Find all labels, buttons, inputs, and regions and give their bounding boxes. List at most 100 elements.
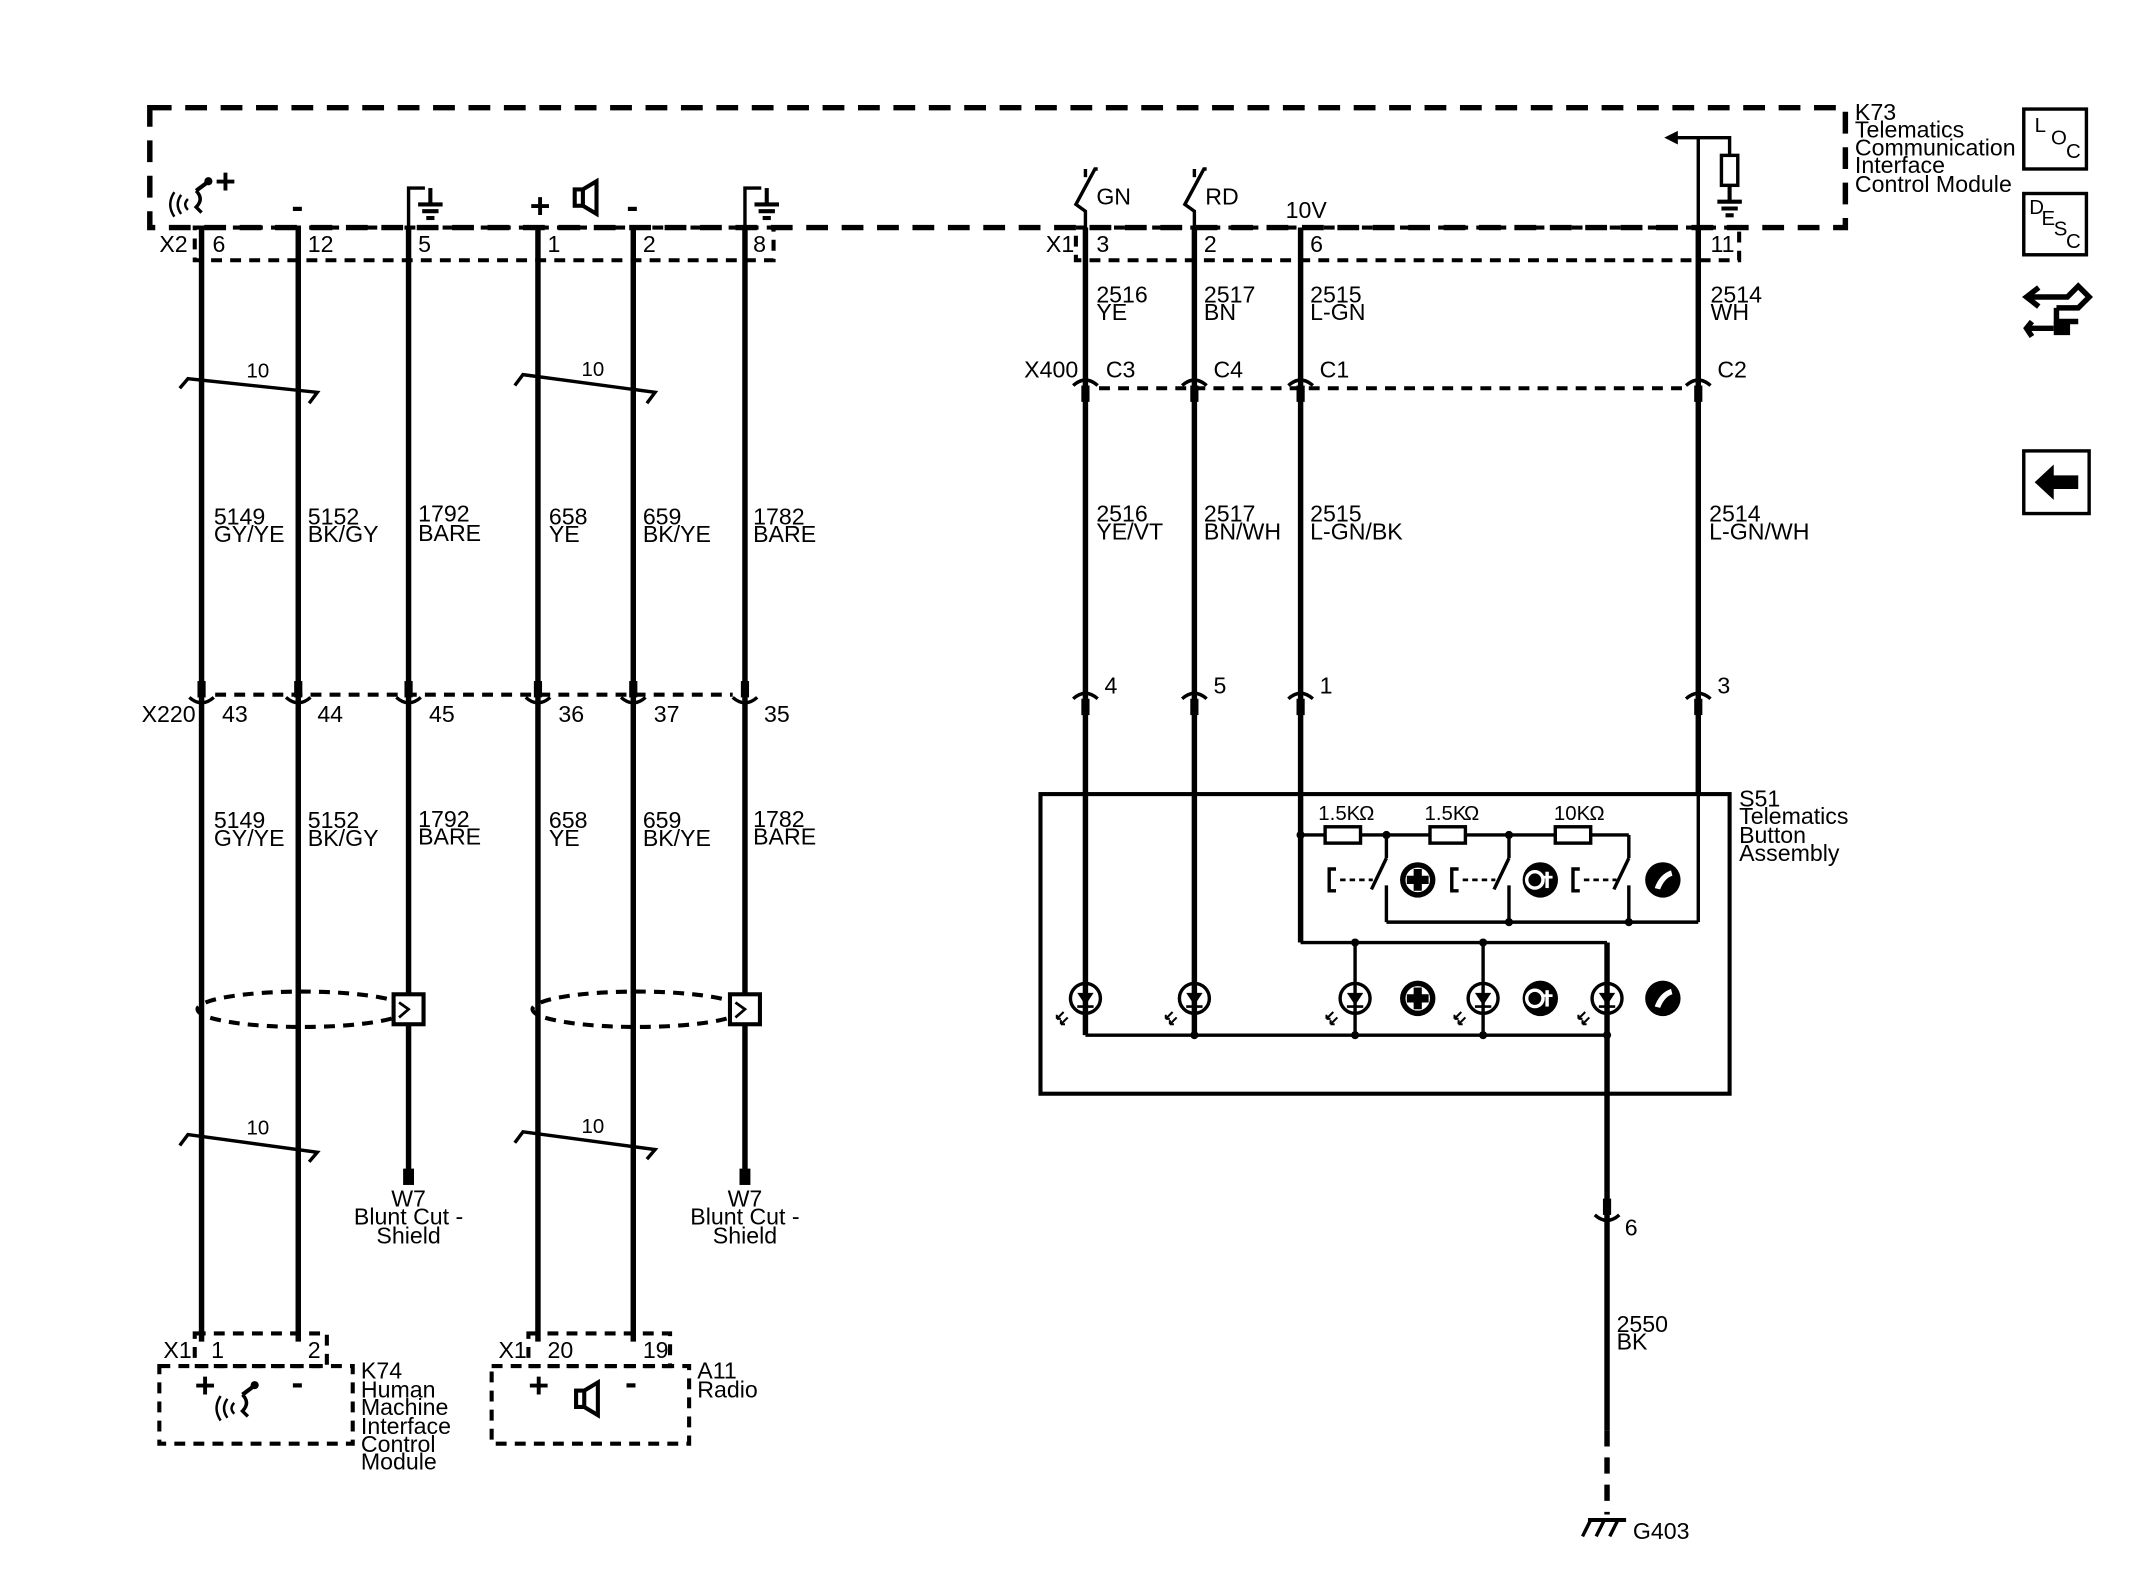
resistor-icon	[1719, 153, 1740, 188]
loc-letter: L	[2035, 115, 2046, 137]
x400-cavity: C4	[1213, 356, 1243, 382]
k74-name-4: Control	[361, 1431, 436, 1457]
wire-circuit: 2516	[1096, 281, 1147, 307]
loc-button[interactable]: L O C	[2022, 107, 2089, 171]
loc-letter: C	[2066, 141, 2081, 163]
resistor-value: 1.5K	[1425, 803, 1467, 825]
k73-name-1: Telematics	[1855, 117, 1964, 143]
phone-indicator-icon	[1645, 980, 1681, 1017]
s51-pin: 3	[1717, 672, 1730, 698]
minus-sign: -	[291, 1363, 303, 1403]
a11-pin: 19	[643, 1337, 669, 1363]
k73-x1-label: X1	[1046, 231, 1074, 257]
k74-name-1: Human	[361, 1376, 436, 1402]
ohm-symbol: Ω	[1359, 803, 1374, 825]
x220-pin: 43	[222, 701, 248, 727]
wire-color: YE	[549, 521, 580, 547]
wire-color: BK/GY	[308, 825, 379, 851]
ohm-symbol: Ω	[1464, 803, 1479, 825]
wire-circuit: 2515	[1310, 281, 1361, 307]
resistor-value: 1.5K	[1318, 803, 1360, 825]
led-circuit	[1085, 938, 1612, 1431]
ground-wire-internal	[406, 186, 425, 228]
back-button[interactable]	[2022, 449, 2091, 516]
shield-id: W7	[391, 1186, 426, 1212]
x400-terminals	[1071, 378, 1713, 404]
wire-color: WH	[1711, 299, 1750, 325]
wire-circuit: 1792	[418, 501, 469, 527]
k73-id: K73	[1855, 99, 1896, 125]
wire-circuit: 2514	[1711, 281, 1763, 307]
shield-ellipse	[530, 989, 745, 1030]
ground-icon	[754, 188, 779, 218]
a11-x1-label: X1	[498, 1337, 526, 1363]
resistor-value: 10K	[1554, 803, 1591, 825]
shield-ellipse	[195, 989, 410, 1030]
wire-color: YE	[549, 825, 580, 851]
twisted-pair-marker	[178, 1132, 321, 1163]
s51-name-1: Telematics	[1739, 803, 1848, 829]
shield-drain-box	[727, 992, 762, 1027]
wire-color: YE/VT	[1096, 518, 1163, 544]
wire-circuit: 5149	[214, 807, 265, 833]
a11-pin: 20	[547, 1337, 573, 1363]
wire-color: BK/GY	[308, 521, 379, 547]
led-icon	[1164, 981, 1212, 1026]
wire-circuit: 1782	[753, 806, 804, 832]
k73-x2-connector	[192, 225, 776, 263]
voltage-label: 10V	[1286, 197, 1328, 223]
wire-circuit: 658	[549, 503, 588, 529]
desc-letter: C	[2066, 231, 2081, 253]
s51-ground-pin: 6	[1625, 1214, 1638, 1240]
switch-rd-icon	[1182, 167, 1207, 228]
ground-wire-internal	[743, 186, 762, 228]
blunt-cut-end	[739, 1168, 751, 1185]
s51-name-3: Assembly	[1739, 840, 1840, 866]
shield-desc-2: Shield	[376, 1223, 440, 1249]
x220-pin: 45	[429, 701, 455, 727]
speaker-icon	[576, 1382, 598, 1415]
speaker-icon	[575, 181, 597, 214]
twisted-pair-marker	[513, 372, 659, 405]
wire-color: BARE	[418, 823, 481, 849]
wire-color: BARE	[418, 520, 481, 546]
a11-id: A11	[697, 1357, 736, 1383]
x220-pin: 35	[764, 701, 790, 727]
x400-cavity: C1	[1320, 356, 1350, 382]
wire-circuit: 5152	[308, 503, 359, 529]
connector-repair-icon[interactable]	[2022, 282, 2093, 339]
switch-gn-label: GN	[1096, 183, 1131, 209]
x220-terminals	[187, 679, 759, 705]
shield-desc-1: Blunt Cut -	[690, 1203, 799, 1229]
k74-name-5: Module	[361, 1449, 437, 1475]
wire-circuit: 1782	[753, 503, 804, 529]
s51-pin: 4	[1104, 672, 1117, 698]
a11-name: Radio	[697, 1376, 757, 1402]
k73-module-outline	[147, 104, 1849, 231]
switch-rd-label: RD	[1205, 183, 1238, 209]
wire-circuit: 2514	[1709, 501, 1761, 527]
x220-pin: 44	[317, 701, 343, 727]
x2-pin: 12	[308, 231, 334, 257]
k74-name-3: Interface	[361, 1413, 451, 1439]
wire-color: BARE	[753, 521, 816, 547]
left-wires	[198, 227, 748, 1342]
ground-icon	[418, 188, 443, 218]
wire-color: BK/YE	[643, 825, 711, 851]
wire-circuit: 658	[549, 807, 588, 833]
k74-pin: 1	[211, 1337, 224, 1363]
led-icon	[1452, 981, 1500, 1026]
led-icon	[1576, 981, 1624, 1026]
desc-button[interactable]: D E S C	[2022, 191, 2089, 257]
s51-pin: 1	[1320, 672, 1333, 698]
wire-color: GY/YE	[214, 521, 285, 547]
wire-color: L-GN/BK	[1310, 518, 1403, 544]
wire-color: L-GN	[1310, 299, 1365, 325]
desc-letter: S	[2054, 219, 2068, 241]
twist-label: 10	[247, 360, 270, 382]
wire-circuit: 2517	[1204, 501, 1255, 527]
s51-terminals	[1071, 691, 1713, 717]
k74-x1-label: X1	[163, 1337, 191, 1363]
wire-color: L-GN/WH	[1709, 518, 1809, 544]
ohm-symbol: Ω	[1589, 803, 1604, 825]
